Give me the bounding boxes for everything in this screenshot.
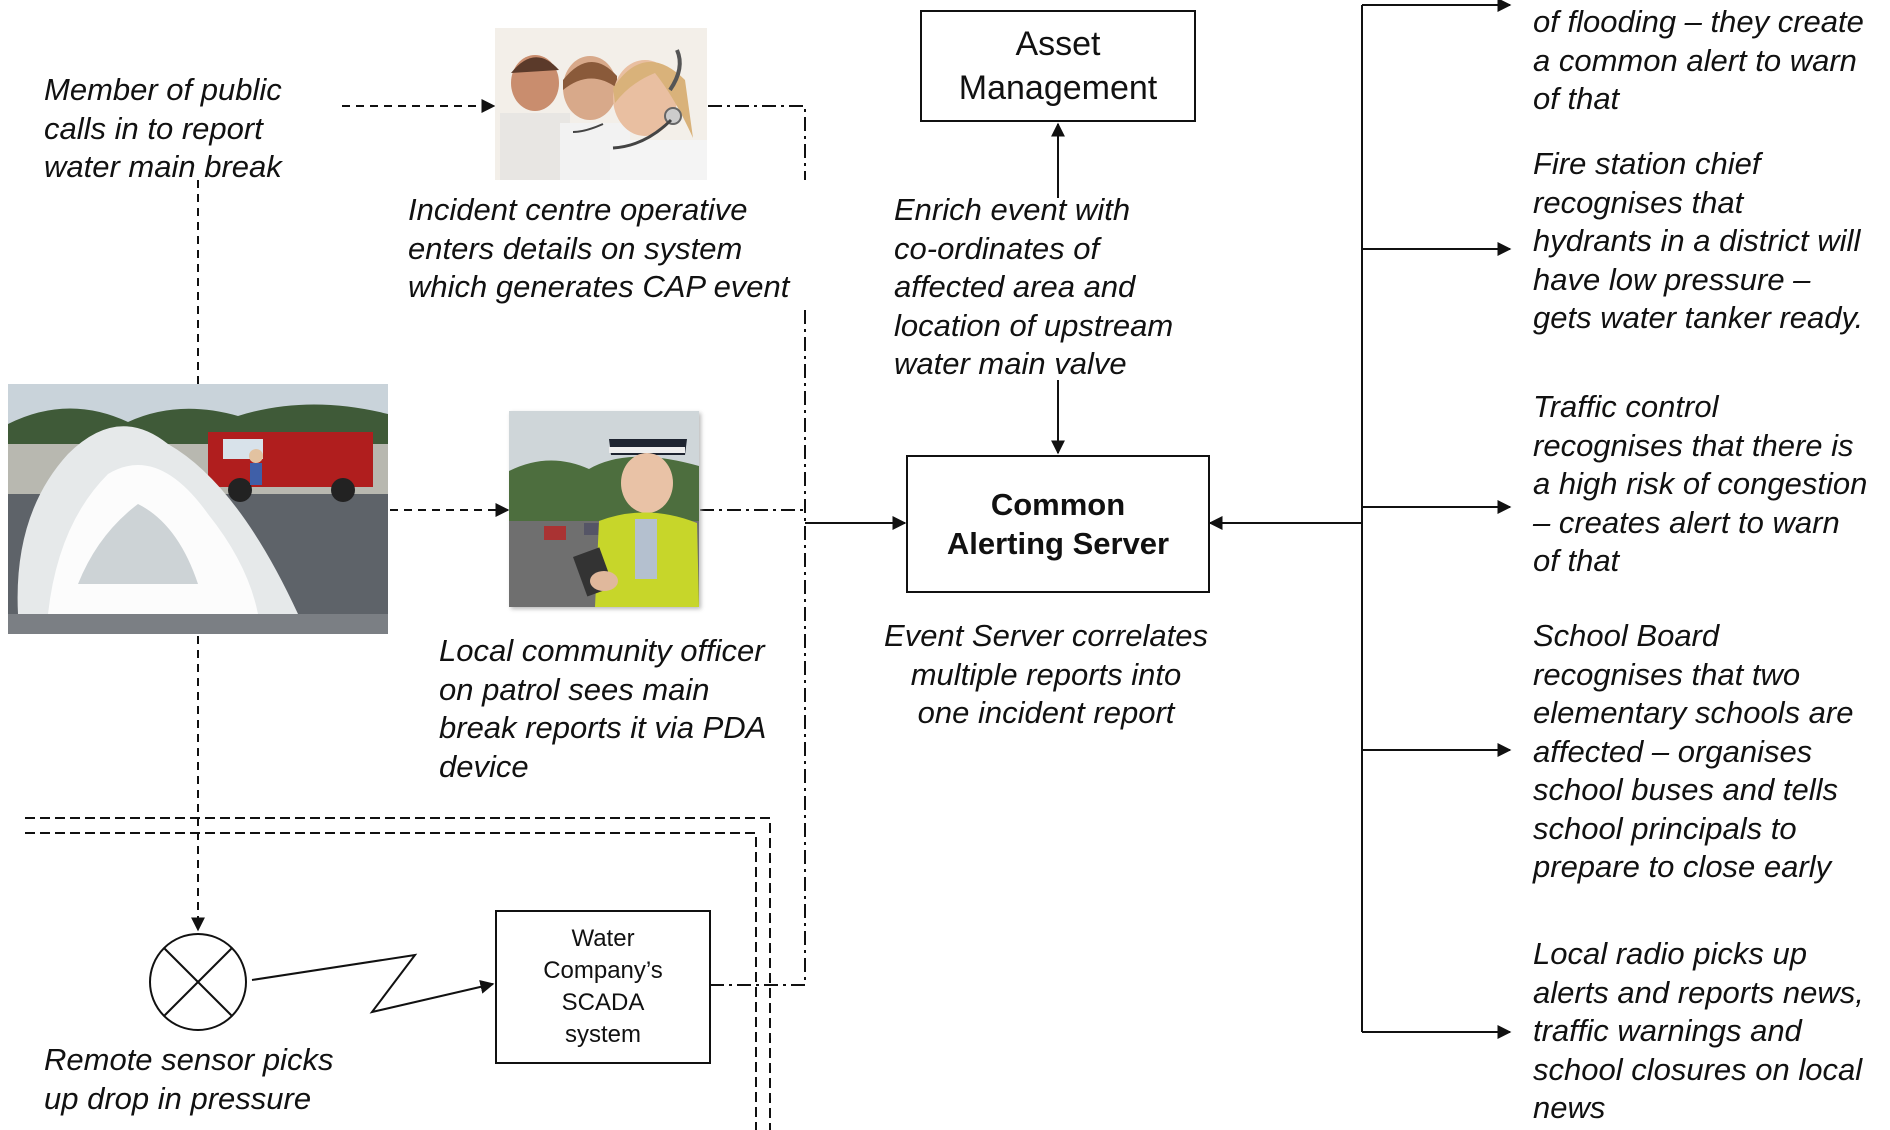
community-officer-caption: Local community officer on patrol sees m… bbox=[439, 633, 767, 784]
recipient-flood-alert: of flooding – they create a common alert… bbox=[1533, 4, 1864, 116]
water-main-break-photo bbox=[8, 384, 388, 634]
recipient-school-board: School Board recognises that two element… bbox=[1533, 618, 1854, 884]
sensor-icon bbox=[149, 933, 247, 1031]
recipient-fire-station: Fire station chief recognises that hydra… bbox=[1533, 146, 1864, 335]
recipient-traffic-control: Traffic control recognises that there is… bbox=[1533, 389, 1868, 578]
police-officer-photo bbox=[509, 411, 699, 607]
dashdot-callcentre-trunk bbox=[708, 105, 806, 180]
common-alerting-server-box[interactable]: Common Alerting Server bbox=[906, 455, 1210, 593]
enrich-caption: Enrich event with co-ordinates of affect… bbox=[894, 192, 1174, 381]
scada-system-box[interactable]: Water Company’s SCADA system bbox=[495, 910, 711, 1064]
recipient-local-radio: Local radio picks up alerts and reports … bbox=[1533, 936, 1864, 1125]
incident-centre-caption: Incident centre operative enters details… bbox=[408, 192, 790, 304]
event-server-caption: Event Server correlates multiple reports… bbox=[884, 618, 1208, 730]
remote-sensor-caption: Remote sensor picks up drop in pressure bbox=[44, 1042, 334, 1116]
pipeline-outer-dashed bbox=[25, 817, 771, 1130]
asset-management-box[interactable]: Asset Management bbox=[920, 10, 1196, 122]
public-call-caption: Member of public calls in to report wate… bbox=[44, 72, 282, 184]
pipeline-inner-dashed bbox=[25, 832, 757, 1130]
signal-zigzag bbox=[251, 953, 495, 1014]
call-centre-photo bbox=[495, 28, 707, 180]
